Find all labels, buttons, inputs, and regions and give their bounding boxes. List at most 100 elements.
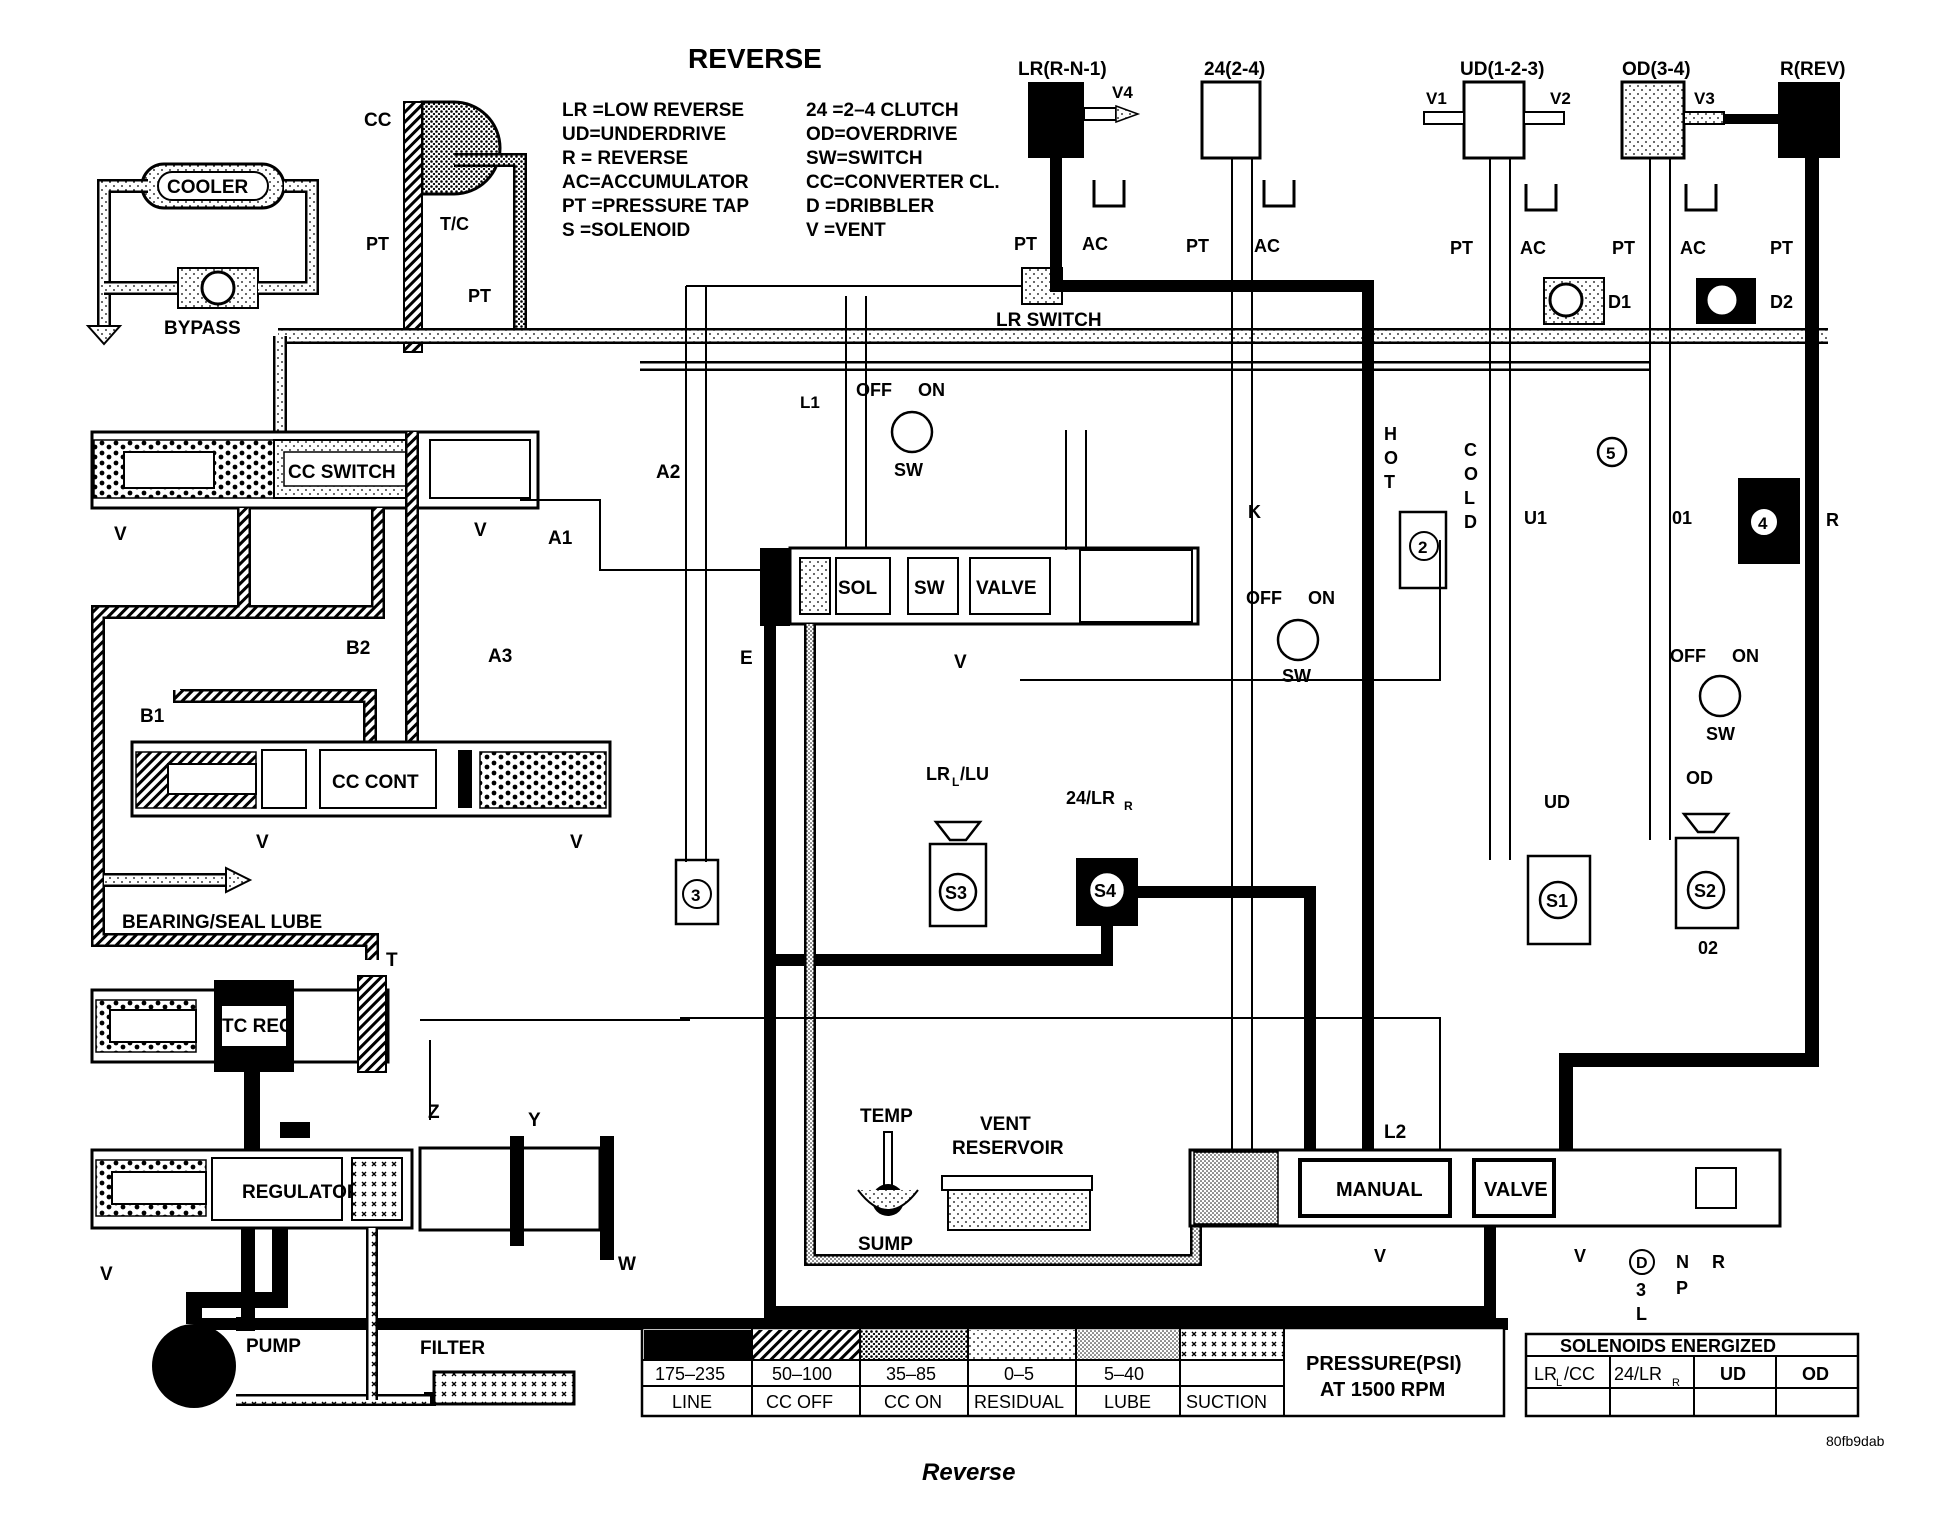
- svg-text:S4: S4: [1094, 881, 1116, 901]
- switch-k: K OFF ON SW: [1246, 502, 1335, 686]
- ball-check-3: 3: [674, 858, 720, 926]
- svg-text:OD: OD: [1686, 768, 1713, 788]
- svg-text:RESERVOIR: RESERVOIR: [952, 1138, 1064, 1159]
- svg-text:BEARING/SEAL LUBE: BEARING/SEAL LUBE: [122, 912, 322, 933]
- svg-text:Y: Y: [528, 1110, 541, 1131]
- svg-text:OFF: OFF: [1246, 588, 1282, 608]
- svg-text:PT: PT: [1014, 234, 1037, 254]
- svg-text:P: P: [1676, 1278, 1688, 1298]
- switch-l1: L1 OFF ON SW: [800, 380, 945, 480]
- svg-text:L: L: [952, 775, 959, 789]
- legend-d: D =DRIBBLER: [806, 196, 935, 217]
- legend-pressure-rpm: AT 1500 RPM: [1320, 1379, 1445, 1401]
- diagram-title: REVERSE: [688, 43, 822, 74]
- lr-switch: LR SWITCH: [996, 158, 1374, 1160]
- svg-text:01: 01: [1672, 508, 1692, 528]
- thermal-valve: H O T C O L D 2 U1: [1384, 424, 1547, 590]
- svg-text:CC SWITCH: CC SWITCH: [288, 462, 396, 483]
- legend-ud: UD=UNDERDRIVE: [562, 124, 726, 145]
- svg-text:B1: B1: [140, 706, 165, 727]
- legend-lr: LR =LOW REVERSE: [562, 100, 744, 121]
- svg-text:R(REV): R(REV): [1780, 59, 1845, 80]
- svg-text:02: 02: [1698, 938, 1718, 958]
- svg-text:PT: PT: [1450, 238, 1473, 258]
- svg-text:PT: PT: [1770, 238, 1793, 258]
- cooler: COOLER: [85, 162, 286, 346]
- solenoid-header-ud: UD: [1720, 1364, 1746, 1384]
- svg-text:E: E: [740, 648, 753, 669]
- lube-channel: [804, 624, 1202, 1266]
- svg-text:OFF: OFF: [856, 380, 892, 400]
- svg-text:LR SWITCH: LR SWITCH: [996, 310, 1102, 331]
- svg-text:24/LR: 24/LR: [1066, 788, 1115, 808]
- svg-text:L1: L1: [800, 393, 820, 412]
- svg-text:D: D: [1636, 1255, 1648, 1272]
- svg-text:D: D: [1464, 512, 1477, 532]
- svg-text:OFF: OFF: [1670, 646, 1706, 666]
- svg-text:V1: V1: [1426, 89, 1447, 108]
- solenoid-header-24lr-sub: R: [1672, 1377, 1680, 1389]
- svg-text:T/C: T/C: [440, 214, 469, 234]
- svg-text:AC: AC: [1680, 238, 1706, 258]
- svg-text:K: K: [1248, 502, 1261, 522]
- svg-text:PT: PT: [468, 286, 491, 306]
- dribbler-d2: D2: [1696, 278, 1793, 324]
- manual-valve: MANUAL VALVE L2 V V D 3 L N P R: [1188, 1122, 1782, 1324]
- svg-text:H: H: [1384, 424, 1397, 444]
- legend-name-line: LINE: [672, 1392, 712, 1412]
- svg-text:T: T: [386, 950, 398, 971]
- cc-off-channels: B2 B1: [91, 432, 419, 960]
- cc-control-valve: CC CONT V V A3 A2: [130, 462, 680, 853]
- svg-text:V: V: [474, 520, 487, 541]
- svg-text:BYPASS: BYPASS: [164, 318, 241, 339]
- svg-text:S3: S3: [945, 883, 967, 903]
- svg-text:3: 3: [1636, 1280, 1646, 1300]
- legend-v: V =VENT: [806, 220, 886, 241]
- legend-name-ccon: CC ON: [884, 1392, 942, 1412]
- legend-range-ccoff: 50–100: [772, 1364, 832, 1384]
- legend-od: OD=OVERDRIVE: [806, 124, 958, 145]
- reverse-clutch: R(REV): [1724, 59, 1845, 158]
- svg-text:V: V: [954, 652, 967, 673]
- svg-text:S2: S2: [1694, 881, 1716, 901]
- cc-switch-valve: CC SWITCH V V A1: [90, 430, 573, 549]
- pressure-legend: 175–235 50–100 35–85 0–5 5–40 LINE CC OF…: [640, 1326, 1506, 1418]
- line-pressure-s4: [770, 926, 1113, 966]
- solenoid-header-lrcc-sub: L: [1556, 1377, 1562, 1389]
- svg-text:/LU: /LU: [960, 764, 989, 784]
- svg-text:V: V: [256, 832, 269, 853]
- svg-text:VALVE: VALVE: [976, 578, 1037, 599]
- ball-check-5: 5: [1596, 436, 1628, 468]
- svg-text:PT: PT: [366, 234, 389, 254]
- ud-clutch: UD(1-2-3) V1 V2: [1423, 59, 1571, 160]
- svg-text:V4: V4: [1112, 83, 1133, 102]
- svg-text:R: R: [1826, 510, 1839, 530]
- legend-pressure-title: PRESSURE(PSI): [1306, 1353, 1462, 1375]
- svg-text:2: 2: [1418, 538, 1427, 557]
- svg-text:TC REG: TC REG: [222, 1016, 294, 1037]
- legend-s: S =SOLENOID: [562, 220, 690, 241]
- lube-channel-fill: [806, 624, 1200, 1264]
- reverse-line-pressure: [1559, 158, 1819, 1160]
- vent-reservoir: VENT RESERVOIR: [941, 1114, 1093, 1231]
- legend-r: R = REVERSE: [562, 148, 688, 169]
- accumulators: PT AC PT AC PT AC PT AC PT: [1014, 180, 1793, 258]
- figure-code: 80fb9dab: [1826, 1433, 1885, 1449]
- svg-text:D2: D2: [1770, 292, 1793, 312]
- svg-text:O: O: [1384, 448, 1398, 468]
- svg-text:V: V: [1374, 1246, 1386, 1266]
- svg-text:VALVE: VALVE: [1484, 1179, 1548, 1201]
- clutch-24: 24(2-4): [1200, 59, 1265, 160]
- torque-converter: CC T/C PT PT: [364, 100, 527, 353]
- svg-text:SW: SW: [914, 578, 945, 599]
- svg-text:OD(3-4): OD(3-4): [1622, 59, 1691, 80]
- svg-text:L2: L2: [1384, 1122, 1406, 1143]
- solenoid-header-lrcc-tail: /CC: [1564, 1364, 1595, 1384]
- pump: PUMP: [152, 1228, 1508, 1408]
- solenoid-header-lrcc: LR: [1534, 1364, 1557, 1384]
- svg-text:TEMP: TEMP: [860, 1106, 913, 1127]
- svg-text:V: V: [100, 1264, 113, 1285]
- svg-text:COOLER: COOLER: [167, 177, 249, 198]
